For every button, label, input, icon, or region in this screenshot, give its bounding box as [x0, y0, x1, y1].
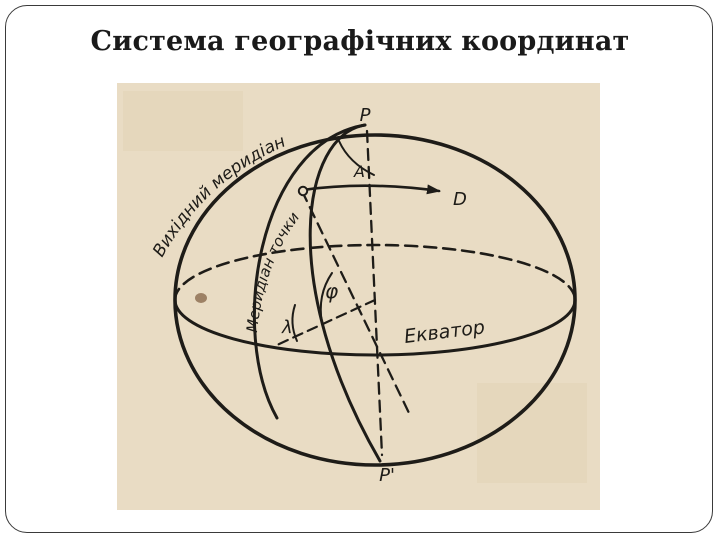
slide-title: Система географічних координат: [90, 26, 630, 57]
diagram-figure: P P' A D φ λ Екватор Вихідний меридіан М…: [117, 83, 600, 510]
surface-point: [297, 185, 309, 197]
direction-arrow: [301, 184, 441, 195]
azimuth-angle-arc: [338, 140, 375, 176]
equator-radius: [275, 298, 377, 347]
equator-front: [173, 298, 577, 357]
azimuth-label: A: [353, 162, 365, 181]
geographic-coordinates-diagram: P P' A D φ λ Екватор Вихідний меридіан М…: [117, 83, 600, 510]
longitude-label: λ: [281, 317, 293, 338]
north-pole-label: P: [360, 105, 371, 126]
direction-label: D: [453, 189, 467, 210]
paper-stain: [123, 91, 243, 151]
latitude-label: φ: [325, 279, 338, 303]
point-meridian: [308, 123, 382, 463]
equator-mark: [195, 293, 207, 303]
south-pole-label: P': [379, 465, 395, 486]
point-radius: [300, 189, 411, 415]
longitude-angle-arc: [291, 304, 298, 342]
equator-back: [173, 243, 577, 302]
prime-meridian: [252, 123, 367, 420]
latitude-angle-arc: [319, 272, 333, 324]
